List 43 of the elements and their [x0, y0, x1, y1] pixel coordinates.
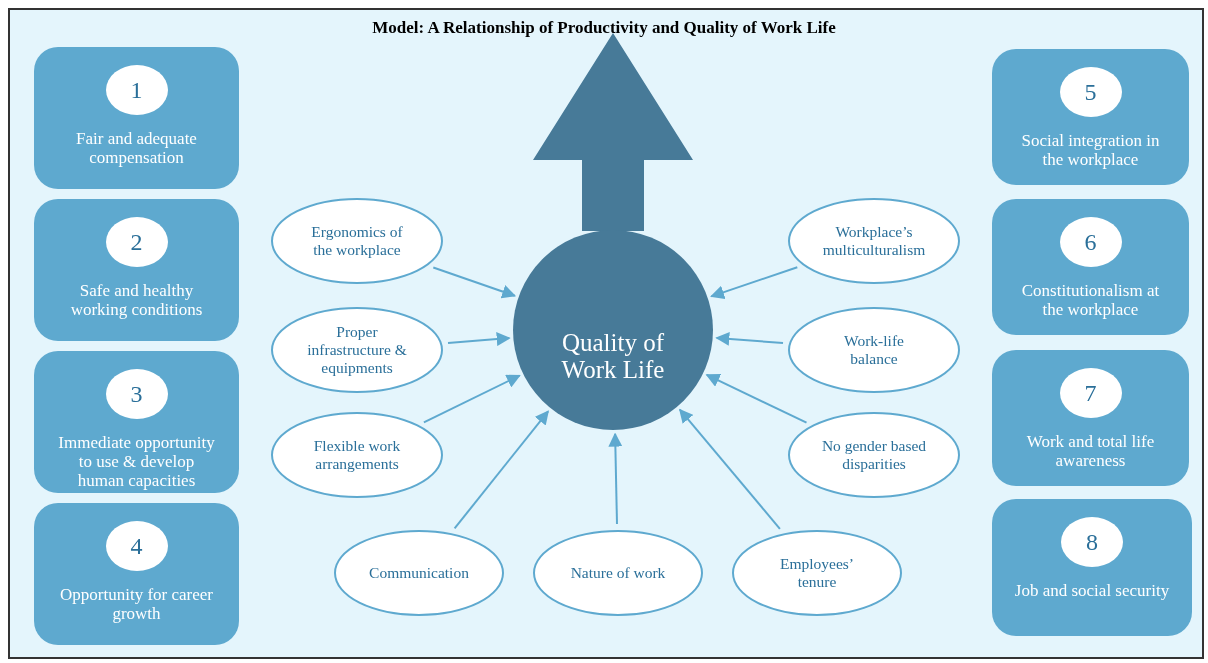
factor-card	[992, 49, 1189, 185]
arrow	[715, 331, 784, 346]
step-number: 3	[105, 369, 168, 419]
factor-card	[34, 47, 239, 189]
factor-text: Proper infrastructure & equipments	[306, 323, 408, 377]
factor-card	[34, 351, 239, 493]
factor-text: Nature of work	[569, 564, 667, 582]
factor-text: Flexible work arrangements	[312, 437, 402, 473]
step-number: 2	[105, 217, 168, 267]
factor-card	[992, 350, 1189, 486]
factor-text: Work-life balance	[843, 332, 905, 368]
factor-text: No gender based disparities	[820, 437, 928, 473]
center-text: Quality of Work Life	[560, 329, 666, 383]
arrow	[432, 266, 517, 299]
arrow	[710, 266, 799, 299]
factor-text: Work and total life awareness	[1025, 432, 1156, 470]
factor-text: Social integration in the workplace	[1020, 131, 1161, 169]
step-number: 5	[1059, 67, 1122, 117]
factor-text: Workplace’s multiculturalism	[821, 223, 927, 259]
factor-text: Fair and adequate compensation	[75, 129, 198, 167]
factor-text: Ergonomics of the workplace	[310, 223, 404, 259]
arrow	[608, 432, 623, 525]
arrow	[453, 410, 550, 530]
step-number: 4	[105, 521, 168, 571]
step-number: 6	[1059, 217, 1122, 267]
arrow	[678, 408, 781, 530]
step-number: 8	[1061, 517, 1123, 567]
factor-card	[992, 199, 1189, 335]
factor-text: Safe and healthy working conditions	[69, 281, 204, 319]
factor-card	[34, 199, 239, 341]
factor-text: Immediate opportunity to use & develop human capacities	[57, 433, 216, 490]
arrow	[447, 332, 511, 347]
diagram-title: Model: A Relationship of Productivity and Quality of Work Life	[371, 18, 837, 38]
factor-text: Opportunity for career growth	[59, 585, 214, 623]
factor-card	[34, 503, 239, 645]
factor-text: Employees’ tenure	[778, 555, 855, 591]
factor-text: Communication	[368, 564, 470, 582]
step-number: 7	[1059, 368, 1122, 418]
factor-card	[992, 499, 1192, 636]
step-number: 1	[105, 65, 168, 115]
factor-text: Constitutionalism at the workplace	[1020, 281, 1161, 319]
arrow	[705, 373, 808, 424]
factor-text: Job and social security	[1013, 581, 1171, 600]
